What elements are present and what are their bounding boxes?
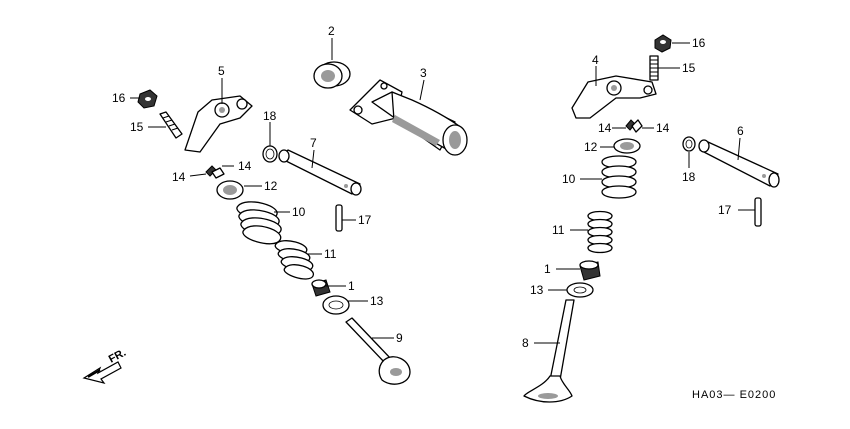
callout-1: 1 [348, 279, 355, 293]
inner-spring-left [274, 240, 314, 280]
rocker-arm-left [184, 95, 253, 153]
spring-seat-right [566, 282, 594, 298]
rocker-shaft-left [278, 149, 362, 196]
callout-12: 12 [264, 179, 278, 193]
callout-15: 15 [682, 61, 696, 75]
outer-spring-left [236, 201, 282, 245]
callout-1: 1 [544, 262, 551, 276]
stem-seal-left [311, 279, 331, 297]
callout-2: 2 [328, 24, 335, 38]
callout-8: 8 [522, 336, 529, 350]
adjust-screw-left [159, 111, 183, 139]
stem-seal-right [579, 260, 601, 281]
dowel-pin-left [335, 204, 343, 232]
diagram-code: HA03— E0200 [692, 389, 776, 401]
rocker-shaft-right [698, 139, 780, 188]
rocker-arm-right [571, 75, 657, 119]
adjust-nut-right [654, 34, 672, 53]
callout-13: 13 [370, 294, 384, 308]
valve-left [345, 317, 411, 385]
retainer-right [613, 138, 641, 154]
spring-seat-left [322, 295, 350, 315]
callout-13: 13 [530, 283, 544, 297]
callout-15: 15 [130, 120, 144, 134]
callout-5: 5 [218, 64, 225, 78]
front-direction-indicator: FR. [82, 347, 128, 384]
inner-spring-right [587, 210, 613, 254]
callout-3: 3 [420, 66, 427, 80]
cotters-right [625, 119, 643, 133]
callout-12: 12 [584, 140, 598, 154]
cam-seal-ring [313, 61, 351, 89]
outer-spring-right [601, 155, 637, 199]
callout-10: 10 [562, 172, 576, 186]
callout-18: 18 [263, 109, 277, 123]
callout-numbers: 2 3 5 16 15 18 7 14 14 12 10 17 11 1 13 … [112, 24, 744, 350]
camshaft [349, 79, 468, 156]
callout-17: 17 [718, 203, 732, 217]
adjust-nut-left [137, 89, 158, 109]
callout-14: 14 [598, 121, 612, 135]
callout-10: 10 [292, 205, 306, 219]
callout-4: 4 [592, 53, 599, 67]
callout-14: 14 [172, 170, 186, 184]
leader-lines [130, 38, 755, 344]
callout-7: 7 [310, 136, 317, 150]
callout-17: 17 [358, 213, 372, 227]
callout-18: 18 [682, 170, 696, 184]
callout-11: 11 [552, 223, 565, 237]
cotters-left [205, 165, 225, 179]
adjust-screw-right [649, 55, 659, 81]
callout-16: 16 [112, 91, 126, 105]
front-label: FR. [107, 347, 128, 366]
front-arrow-icon [82, 361, 122, 384]
callout-11: 11 [324, 247, 337, 261]
callout-6: 6 [737, 124, 744, 138]
dowel-pin-right [754, 197, 762, 227]
callout-9: 9 [396, 331, 403, 345]
retainer-left [216, 180, 244, 200]
valve-right [523, 299, 575, 403]
callout-14: 14 [238, 159, 252, 173]
callout-16: 16 [692, 36, 706, 50]
callout-14: 14 [656, 121, 670, 135]
o-ring-right [682, 136, 696, 152]
o-ring-left [262, 145, 278, 163]
